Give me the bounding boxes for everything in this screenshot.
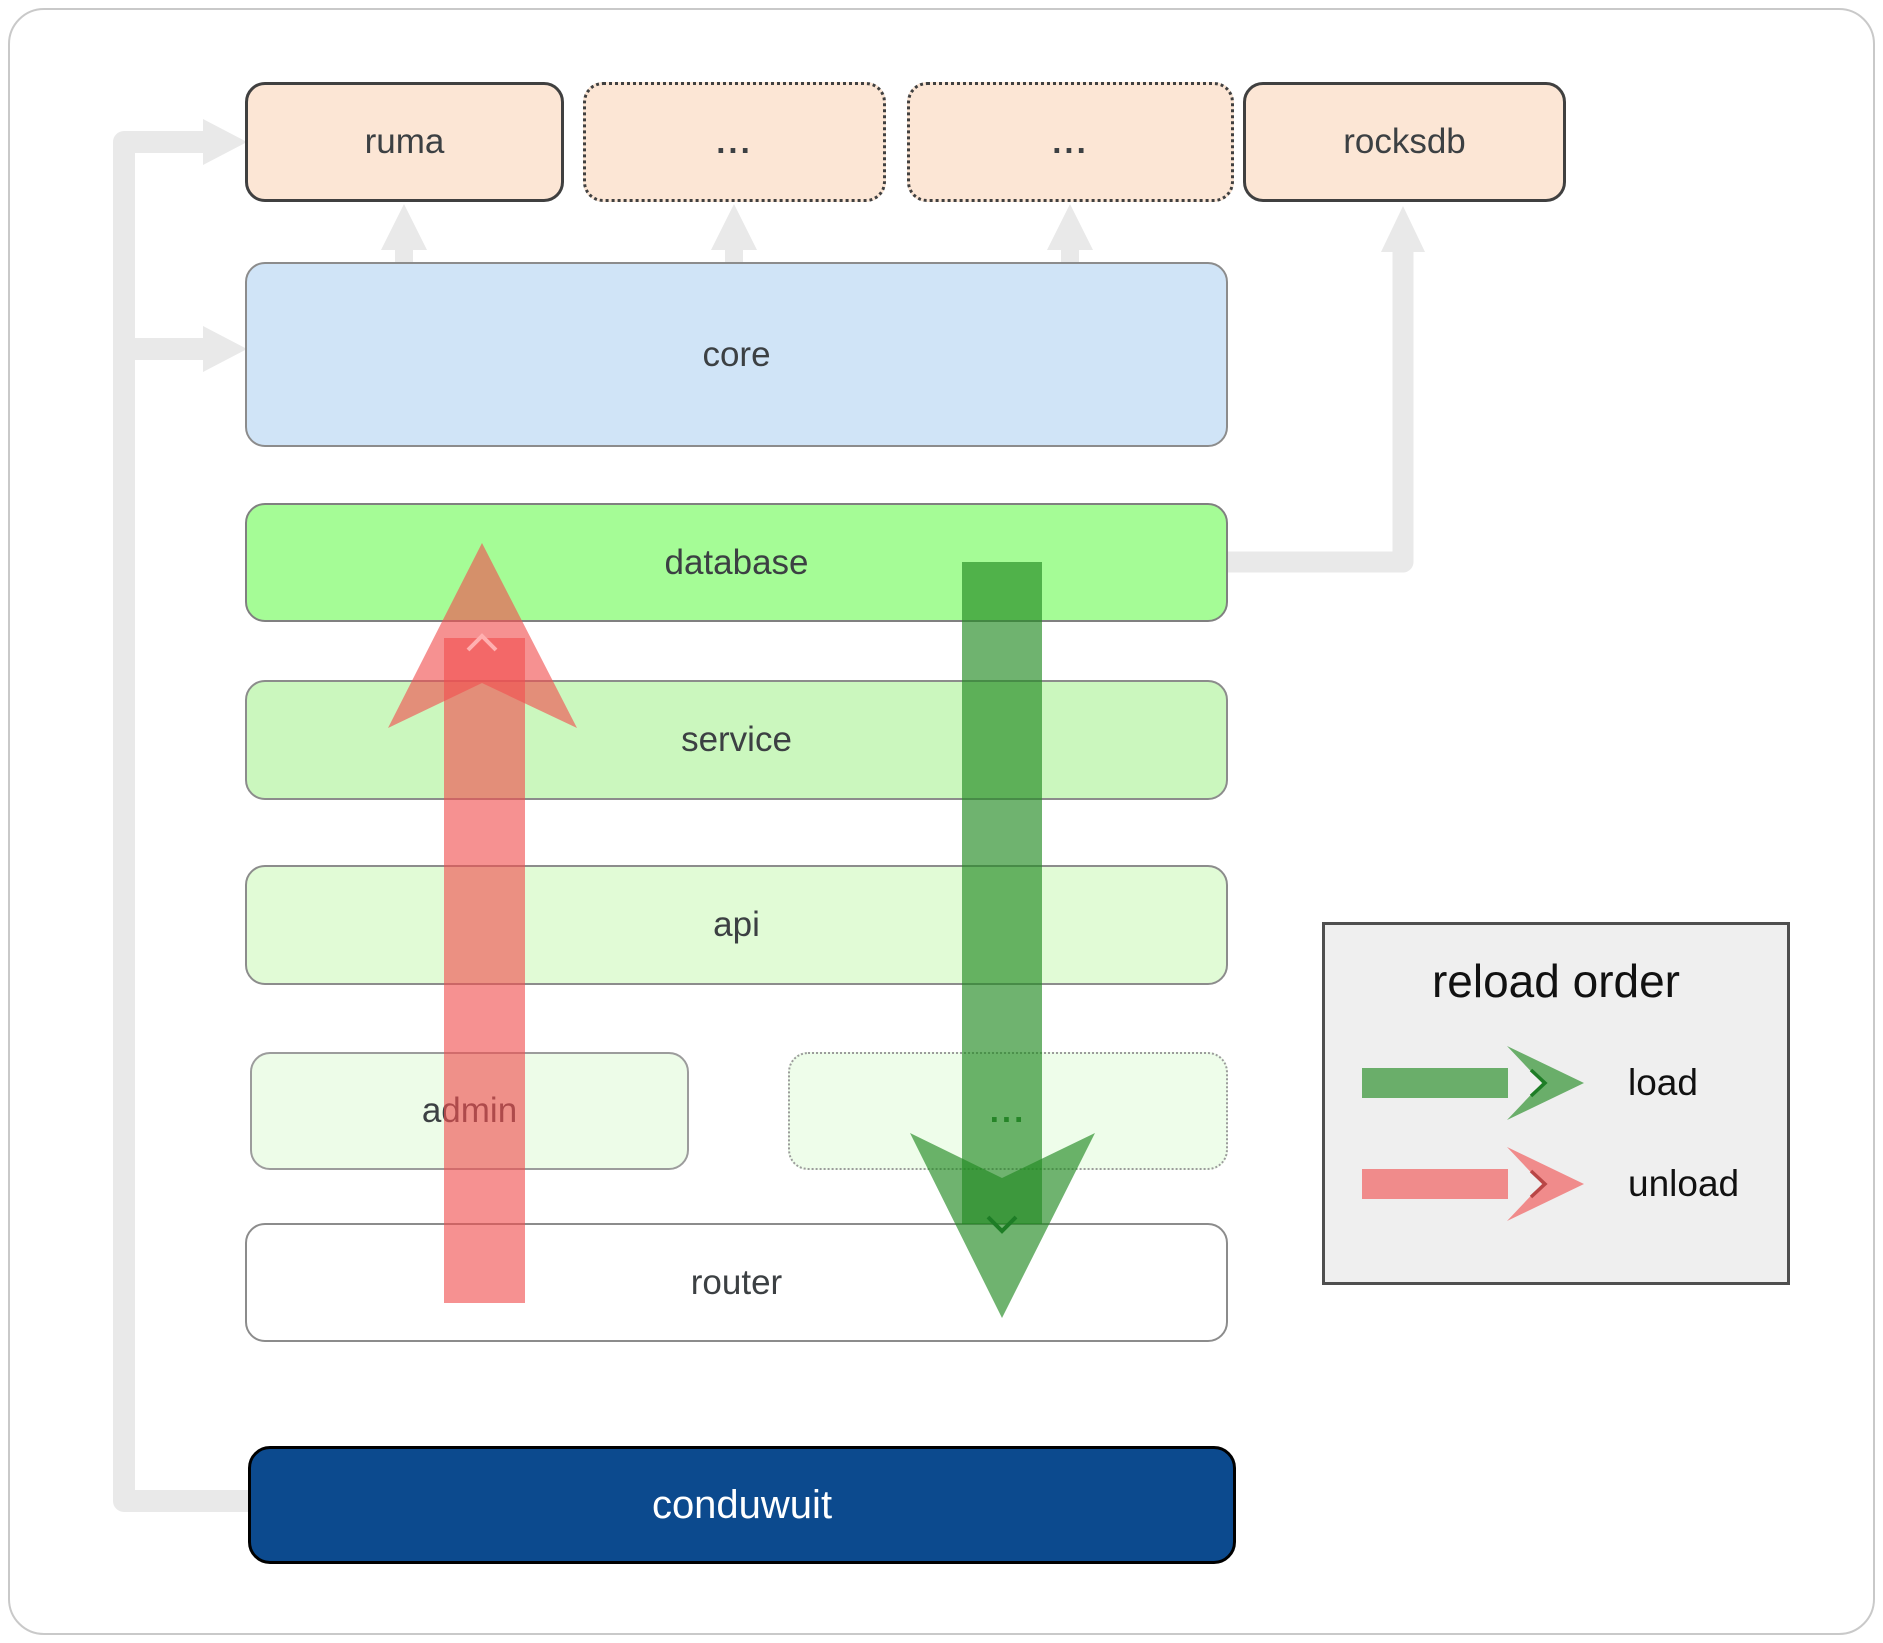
rocksdb-label: rocksdb [1343, 122, 1466, 161]
diagram-frame [8, 8, 1875, 1635]
box-router: router [245, 1223, 1228, 1342]
admin-label: admin [421, 1091, 518, 1130]
box-crate-a: ... [583, 82, 886, 202]
legend-title: reload order [1431, 955, 1681, 1007]
conduwuit-label: conduwuit [651, 1482, 833, 1527]
service-label: service [681, 720, 792, 759]
box-ruma: ruma [245, 82, 564, 202]
more-services-label: ... [989, 1092, 1027, 1129]
box-crate-b: ... [907, 82, 1234, 202]
box-rocksdb: rocksdb [1243, 82, 1566, 202]
router-label: router [690, 1262, 783, 1302]
crate-a-label: ... [716, 123, 753, 160]
database-label: database [664, 542, 809, 582]
box-more-services: ... [788, 1052, 1228, 1170]
box-admin: admin [250, 1052, 689, 1170]
core-label: core [702, 334, 771, 374]
box-conduwuit: conduwuit [248, 1446, 1236, 1564]
legend-unload-label: unload [1628, 1163, 1740, 1204]
box-service: service [245, 680, 1228, 800]
legend-load-label: load [1628, 1062, 1698, 1103]
api-label: api [713, 905, 760, 944]
box-api: api [245, 865, 1228, 985]
ruma-label: ruma [364, 122, 445, 161]
crate-b-label: ... [1052, 123, 1089, 160]
box-database: database [245, 503, 1228, 622]
box-core: core [245, 262, 1228, 447]
